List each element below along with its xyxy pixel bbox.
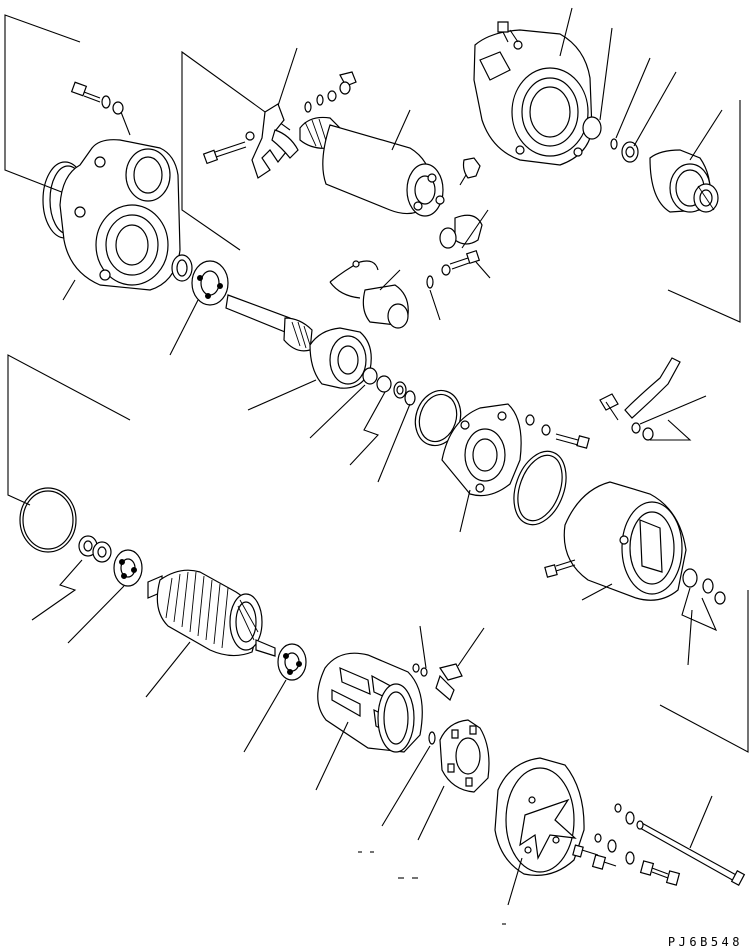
rear-end-cover	[495, 758, 584, 905]
end-cover-bolts	[573, 804, 680, 885]
group-bracket-front-housing	[5, 15, 95, 205]
o-ring-yoke	[504, 444, 575, 532]
brush-holder-bolt	[427, 251, 490, 320]
armature-bearing-rear	[244, 644, 306, 752]
washers-left	[32, 536, 111, 620]
yoke-field-frame	[545, 482, 725, 665]
solenoid-clip	[460, 158, 480, 185]
bearing-ring	[172, 255, 192, 281]
o-ring-left	[20, 488, 76, 552]
front-housing-bolt	[72, 82, 130, 135]
yoke-bolt	[545, 560, 575, 577]
drawing-code-label: PJ6B548	[667, 935, 743, 949]
shift-lever-pins	[305, 72, 356, 112]
solenoid-terminal-cap	[440, 210, 488, 248]
gear-housing-small-parts	[583, 28, 676, 162]
shaft-washers	[310, 368, 415, 482]
front-housing	[43, 82, 180, 300]
field-lead-terminal	[600, 358, 706, 440]
group-bracket-shift-lever	[182, 52, 290, 250]
drive-shaft	[226, 295, 371, 410]
gear-housing	[474, 8, 592, 165]
yoke-terminal-washers	[682, 569, 725, 665]
through-bolt	[637, 796, 744, 885]
stray-marks	[358, 852, 506, 924]
center-bracket	[442, 404, 589, 532]
brush-plate	[382, 720, 489, 840]
shift-lever-bolt	[204, 142, 246, 163]
shift-lever-assembly	[204, 48, 356, 178]
field-coil	[316, 653, 422, 790]
group-bracket-armature-assembly	[8, 355, 130, 505]
brush-spring-and-clip	[413, 626, 484, 700]
bearing	[170, 261, 228, 355]
solenoid-switch	[300, 110, 488, 248]
center-bracket-bolt	[526, 415, 589, 448]
armature-bearing-front	[68, 550, 142, 643]
armature	[146, 570, 275, 697]
group-bracket-right	[660, 100, 748, 752]
pinion-clutch	[650, 110, 722, 212]
brush-holder-assembly	[330, 251, 490, 328]
